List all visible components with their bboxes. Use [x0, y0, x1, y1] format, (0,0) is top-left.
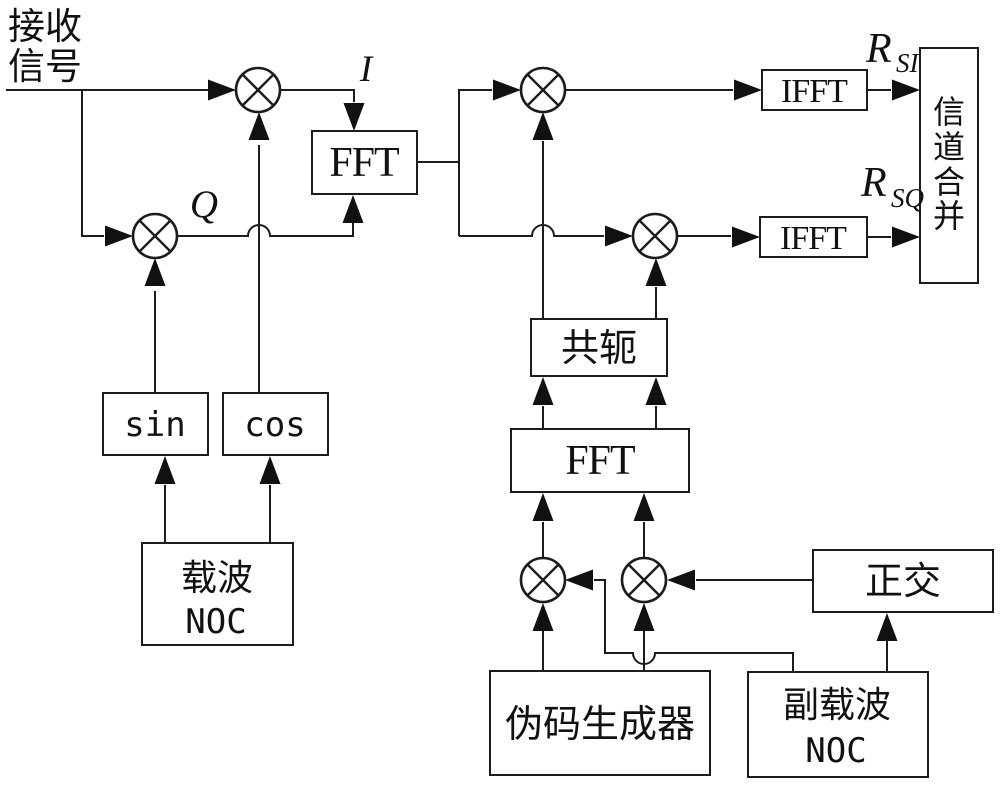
conjugate-box: [530, 318, 668, 377]
arrowhead-into-mixer-q: [105, 225, 133, 247]
fft2-block: FFT: [510, 428, 690, 493]
ifft-q-block: IFFT: [759, 216, 868, 258]
subcarrier-noc-block: 副载波 NOC: [747, 671, 929, 778]
wire-subcarrier-to-mixer-code-i: [594, 579, 794, 672]
ifft-i-block: IFFT: [761, 69, 868, 111]
arrowhead-into-mixer-i: [208, 79, 236, 101]
mixer-si-multiplier-icon: [519, 66, 567, 114]
pn-generator-label: 伪码生成器: [505, 704, 695, 746]
receive-signal-line1: 接收: [8, 7, 82, 48]
arrowhead-sin-into-mixer-q: [144, 258, 166, 286]
cos-block: cos: [222, 392, 329, 456]
channel-combine-char-1: 信: [933, 94, 965, 130]
r-sq-base: R: [860, 160, 887, 206]
arrowhead-into-ifft-q: [732, 226, 760, 248]
cos-label: cos: [244, 405, 305, 445]
mixer-code-q-cross-2: [627, 563, 661, 597]
channel-combine-char-4: 并: [933, 198, 965, 234]
r-si-label: R SI: [865, 26, 921, 78]
sin-label: sin: [124, 405, 185, 445]
multiplier-nodes: [131, 66, 679, 604]
wire-fft1-to-mixer-sq: [459, 224, 604, 237]
pn-generator-box: [489, 670, 711, 776]
mixer-q-cross-2: [138, 219, 172, 253]
arrowhead-into-conjugate-left: [532, 377, 554, 405]
mixer-q-multiplier-icon: [131, 212, 179, 260]
channel-combine-char-2: 道: [933, 129, 965, 165]
wire-i-to-fft1: [280, 89, 355, 102]
carrier-noc-block: 载波 NOC: [141, 542, 294, 646]
arrowhead-into-sin: [154, 456, 176, 484]
arrowhead-q-into-fft1: [342, 195, 364, 223]
arrowhead-into-orthogonal: [876, 613, 898, 641]
mixer-i-cross-2: [241, 73, 275, 107]
r-sq-subscript: SQ: [891, 183, 924, 213]
arrowhead-into-mixer-code-q-bottom: [633, 603, 655, 631]
receive-signal-label: 接收 信号: [8, 7, 82, 88]
arrowhead-into-mixer-code-i-bottom: [532, 603, 554, 631]
ifft-q-box: [759, 216, 868, 258]
subcarrier-noc-box: [747, 671, 929, 778]
channel-combine-char-3: 合: [933, 164, 965, 200]
fft1-block: FFT: [311, 130, 418, 195]
mixer-si-cross-2: [526, 73, 560, 107]
fft2-label: FFT: [565, 438, 635, 484]
channel-combine-block: 信 道 合 并: [919, 47, 979, 284]
arrowhead-into-mixer-code-q-right: [667, 569, 695, 591]
fft1-box: [311, 130, 418, 195]
i-signal-label: I: [359, 49, 374, 90]
wire-fft1-to-mixer-si: [417, 89, 492, 236]
mixer-i-multiplier-icon: [234, 66, 282, 114]
mixer-code-q-multiplier-icon: [620, 556, 668, 604]
fft2-box: [510, 428, 690, 493]
arrowhead-into-combiner-top: [892, 79, 920, 101]
arrowhead-i-into-fft1: [343, 103, 365, 131]
cos-box: [222, 392, 329, 456]
arrowhead-into-mixer-code-i-right: [565, 569, 593, 591]
fft1-label: FFT: [329, 140, 399, 186]
mixer-code-i-multiplier-icon: [519, 556, 567, 604]
sin-box: [102, 392, 209, 456]
connector-wires: [6, 79, 920, 672]
mixer-sq-cross-2: [638, 219, 672, 253]
arrowhead-conj-into-mixer-sq: [645, 258, 667, 286]
ifft-q-label: IFFT: [780, 220, 847, 257]
r-si-subscript: SI: [896, 48, 921, 78]
arrowhead-into-conjugate-right: [645, 377, 667, 405]
arrowhead-into-cos: [259, 456, 281, 484]
conjugate-block: 共轭: [530, 318, 668, 377]
sin-block: sin: [102, 392, 209, 456]
carrier-noc-line1: 载波: [181, 558, 253, 598]
subcarrier-noc-line2: NOC: [805, 731, 866, 771]
carrier-noc-line2: NOC: [185, 602, 246, 642]
channel-combine-box: [919, 47, 979, 284]
conjugate-label: 共轭: [561, 328, 637, 370]
mixer-sq-multiplier-icon: [631, 212, 679, 260]
q-signal-label: Q: [190, 183, 218, 226]
orthogonal-label: 正交: [865, 561, 941, 603]
carrier-noc-box: [141, 542, 294, 646]
arrowhead-into-mixer-si: [493, 79, 521, 101]
subcarrier-noc-line1: 副载波: [783, 685, 891, 725]
arrowhead-into-ifft-i: [734, 79, 762, 101]
orthogonal-box: [812, 549, 994, 613]
r-si-base: R: [865, 26, 892, 72]
mixer-code-i-cross-2: [526, 563, 560, 597]
ifft-i-box: [761, 69, 868, 111]
r-sq-label: R SQ: [860, 160, 924, 213]
arrowhead-into-combiner-bottom: [892, 226, 920, 248]
wire-rx-branch-to-mixer-q: [81, 90, 104, 237]
arrowhead-into-fft2-right: [633, 493, 655, 521]
arrowhead-into-mixer-sq: [605, 225, 633, 247]
arrowhead-conj-into-mixer-si: [532, 112, 554, 140]
ifft-i-label: IFFT: [781, 73, 848, 110]
arrowhead-into-fft2-left: [532, 493, 554, 521]
receive-signal-line2: 信号: [8, 47, 82, 88]
pn-generator-block: 伪码生成器: [489, 670, 711, 776]
orthogonal-block: 正交: [812, 549, 994, 613]
wire-q-to-fft1: [177, 223, 354, 237]
arrowhead-cos-into-mixer-i: [248, 112, 270, 140]
